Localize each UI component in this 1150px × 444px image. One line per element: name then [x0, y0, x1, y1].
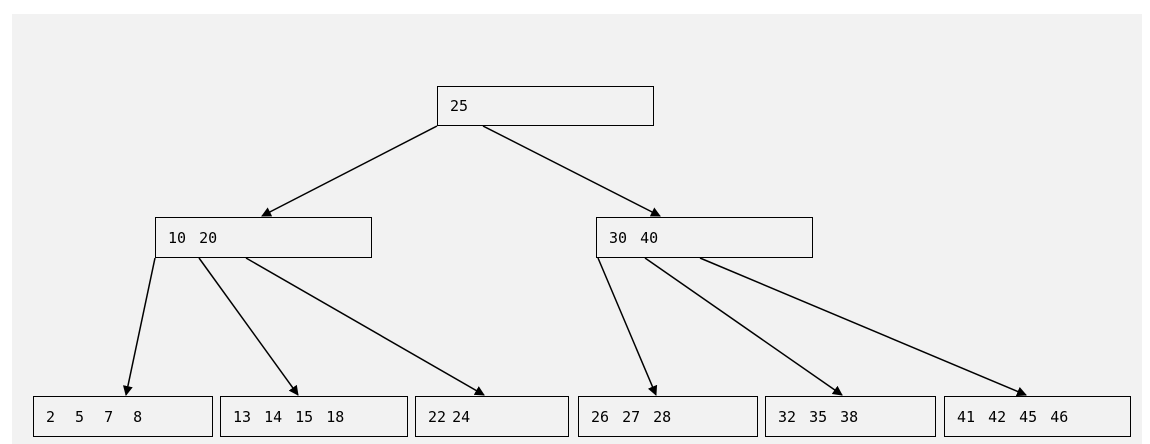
node-key: 28 — [653, 407, 672, 426]
node-key: 46 — [1050, 407, 1069, 426]
root-node: 25 — [437, 86, 654, 126]
node-key: 2 — [46, 407, 56, 426]
leaf-node: 32 35 38 — [765, 396, 936, 437]
node-key: 15 — [295, 407, 314, 426]
internal-node: 30 40 — [596, 217, 813, 258]
node-key: 24 — [452, 407, 471, 426]
node-key: 18 — [326, 407, 345, 426]
node-key: 25 — [450, 97, 469, 115]
edge-internal-1-to-leaf-3 — [597, 257, 658, 396]
node-key: 26 — [591, 407, 610, 426]
leaf-node: 26 27 28 — [578, 396, 758, 437]
node-key: 40 — [640, 228, 659, 247]
leaf-node: 2 5 7 8 — [33, 396, 213, 437]
node-key: 42 — [988, 407, 1007, 426]
node-key: 35 — [809, 407, 828, 426]
node-key: 10 — [168, 228, 187, 247]
node-key: 22 — [428, 407, 447, 426]
edge-internal-0-to-leaf-0 — [122, 257, 156, 396]
edge-internal-1-to-leaf-5 — [699, 257, 1027, 397]
node-key: 14 — [264, 407, 283, 426]
internal-node: 10 20 — [155, 217, 372, 258]
node-key: 38 — [840, 407, 859, 426]
node-key: 8 — [133, 407, 143, 426]
edge-internal-0-to-leaf-1 — [198, 257, 299, 396]
edge-root-to-internal-1 — [482, 125, 661, 217]
edge-root-to-internal-0 — [261, 125, 438, 217]
node-key: 7 — [104, 407, 114, 426]
leaf-node: 13 14 15 18 — [220, 396, 408, 437]
edge-internal-0-to-leaf-2 — [245, 257, 485, 396]
node-key: 5 — [75, 407, 85, 426]
node-key: 41 — [957, 407, 976, 426]
node-key: 13 — [233, 407, 252, 426]
leaf-node: 22 24 — [415, 396, 569, 437]
node-key: 45 — [1019, 407, 1038, 426]
node-key: 20 — [199, 228, 218, 247]
node-key: 32 — [778, 407, 797, 426]
node-key: 30 — [609, 228, 628, 247]
node-key: 27 — [622, 407, 641, 426]
edge-internal-1-to-leaf-4 — [644, 257, 843, 396]
leaf-node: 41 42 45 46 — [944, 396, 1131, 437]
